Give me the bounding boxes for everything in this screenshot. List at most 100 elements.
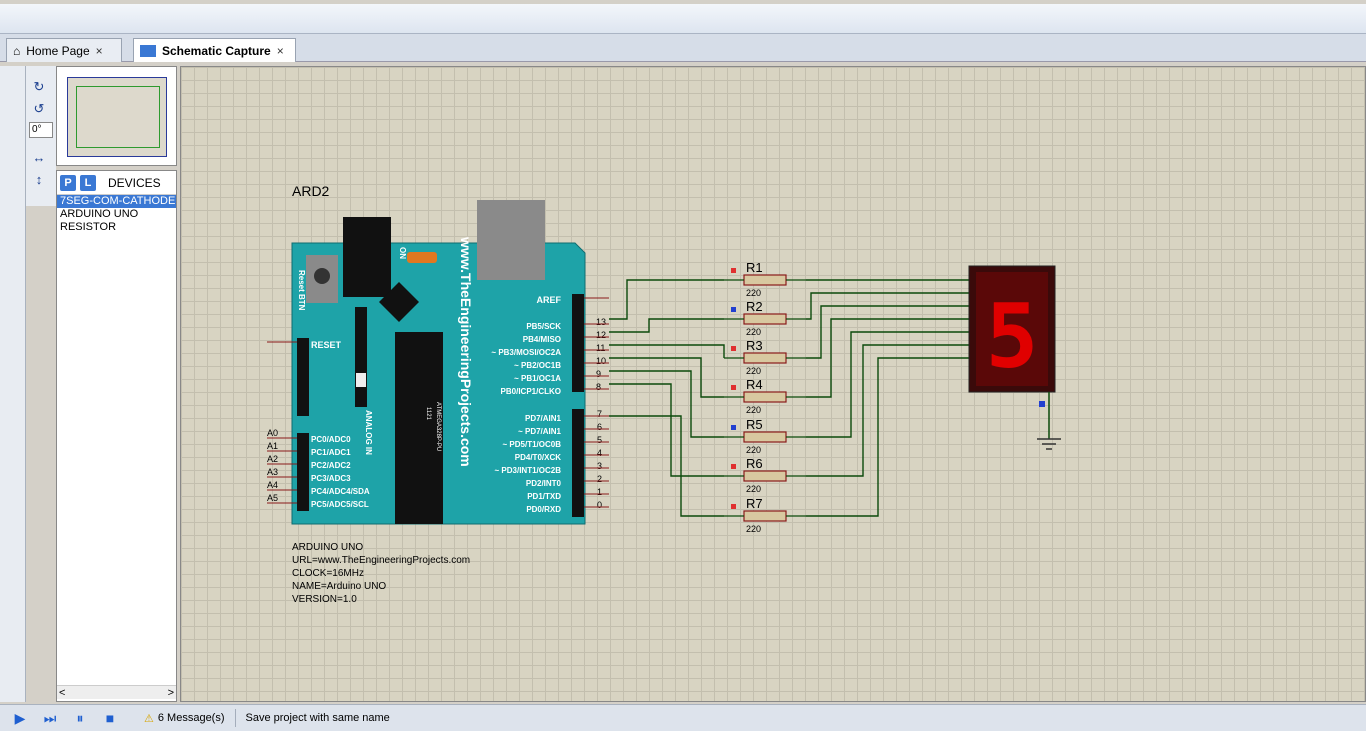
device-item-resistor[interactable]: RESISTOR (60, 221, 117, 233)
pd-pin-label: ~ PD7/AIN1 (518, 427, 561, 436)
mirror-vertical-icon[interactable]: ↕ (35, 171, 43, 187)
play-icon[interactable]: ▶ (14, 709, 26, 726)
warning-icon: ⚠ (144, 712, 154, 725)
seven-segment-display[interactable]: 5 (968, 265, 1056, 393)
pd-pin-label: ~ PD3/INT1/OC2B (495, 466, 562, 475)
library-button[interactable]: L (80, 174, 96, 191)
pd-pin-number: 0 (597, 500, 602, 510)
property-line: ARDUINO UNO (292, 542, 363, 553)
resistor-value: 220 (746, 524, 761, 534)
scroll-left-icon[interactable]: < (59, 686, 66, 699)
rotate-ccw-icon[interactable]: ↺ (33, 101, 45, 116)
stop-icon[interactable]: ■ (105, 710, 115, 726)
tab-home-label: Home Page (26, 43, 90, 58)
property-line: VERSION=1.0 (292, 594, 357, 605)
pd-pin-label: PD1/TXD (527, 492, 561, 501)
resistor-body[interactable] (743, 510, 787, 522)
device-item-arduino[interactable]: ARDUINO UNO (60, 208, 139, 220)
pd-pin-number: 1 (597, 487, 602, 497)
on-label: ON (398, 247, 407, 259)
close-icon[interactable]: × (95, 43, 103, 58)
board-url-text: www.TheEngineeringProjects.com (458, 236, 474, 467)
rotate-cw-icon[interactable]: ↻ (33, 79, 45, 94)
main-toolbar (0, 4, 1366, 34)
reset-pin-label: RESET (311, 340, 342, 350)
pause-icon[interactable]: ⏸ (76, 709, 84, 726)
resistor-value: 220 (746, 484, 761, 494)
resistor-pin-marker (731, 268, 736, 273)
digital-pin-label: PB4/MISO (523, 335, 561, 344)
pick-devices-button[interactable]: P (60, 174, 76, 191)
rotation-input[interactable]: 0° (29, 122, 53, 138)
scroll-right-icon[interactable]: > (167, 686, 174, 699)
analog-pin-labels: PC0/ADC0A0PC1/ADC1A1PC2/ADC2A2PC3/ADC3A3… (267, 341, 370, 509)
device-item-7seg[interactable]: 7SEG-COM-CATHODE (57, 195, 176, 208)
resistor-body[interactable] (743, 274, 787, 286)
mode-toolbar (0, 66, 26, 702)
digital-pin-number: 11 (596, 343, 605, 353)
analog-pin-label: PC4/ADC4/SDA (311, 487, 370, 496)
reset-btn-label: Reset BTN (297, 270, 306, 311)
aref-label: AREF (537, 295, 562, 305)
close-icon[interactable]: × (276, 43, 284, 58)
on-led (407, 252, 437, 263)
resistor-value: 220 (746, 327, 761, 337)
resistor-name: R1 (746, 260, 763, 275)
mirror-horizontal-icon[interactable]: ↔ (32, 149, 46, 165)
resistor-body[interactable] (743, 313, 787, 325)
resistor-body[interactable] (743, 391, 787, 403)
analog-pin-label: PC1/ADC1 (311, 448, 351, 457)
tab-home-page[interactable]: ⌂ Home Page × (6, 38, 122, 62)
status-text: Save project with same name (245, 712, 390, 724)
pd-pin-number: 3 (597, 461, 602, 471)
property-line: URL=www.TheEngineeringProjects.com (292, 555, 470, 566)
digital-pin-number: 13 (596, 317, 606, 327)
display-pin-marker (1039, 401, 1045, 407)
overview-window[interactable] (56, 66, 177, 166)
devices-panel: P L DEVICES 7SEG-COM-CATHODE ARDUINO UNO… (56, 170, 177, 702)
resistor-body[interactable] (743, 470, 787, 482)
chip-label: ATMEGA328P-PU (435, 402, 441, 451)
resistor-body[interactable] (743, 352, 787, 364)
tab-schematic-capture[interactable]: Schematic Capture × (133, 38, 296, 62)
pd-pin-label: ~ PD5/T1/OC0B (503, 440, 562, 449)
messages-indicator[interactable]: ⚠ 6 Message(s) (144, 712, 225, 725)
pd-pin-label: PD7/AIN1 (525, 414, 562, 423)
resistor-name: R2 (746, 299, 763, 314)
overview-viewport[interactable] (76, 86, 160, 148)
property-line: CLOCK=16MHz (292, 568, 364, 579)
wires (609, 279, 969, 517)
component-ref: ARD2 (292, 183, 330, 199)
resistor-name: R3 (746, 338, 763, 353)
ground-symbol (1037, 392, 1061, 450)
resistor-body[interactable] (743, 431, 787, 443)
pd-pin-number: 6 (597, 422, 602, 432)
resistor-pin-marker (731, 307, 736, 312)
digital-pin-number: 8 (596, 382, 601, 392)
status-bar: ▶ ⏭ ⏸ ■ ⚠ 6 Message(s) Save project with… (0, 704, 1366, 731)
atmega-chip (395, 332, 443, 524)
digital-pin-label: ~ PB1/OC1A (514, 374, 561, 383)
digital-pin-label: PB5/SCK (526, 322, 561, 331)
rotate-toolbar: ↻ ↺ 0° ↔ ↕ (26, 66, 56, 206)
step-icon[interactable]: ⏭ (43, 709, 57, 726)
schematic-drawing: ARD2 www.TheEngineeringProjects.com Rese… (267, 183, 1061, 605)
analog-pin-name: A0 (267, 428, 278, 438)
overview-sheet (67, 77, 167, 157)
resistor-name: R4 (746, 377, 763, 392)
resistor-pin-marker (731, 425, 736, 430)
arduino-board[interactable] (291, 200, 670, 525)
pd-pin-number: 7 (597, 409, 602, 419)
digital-pin-number: 10 (596, 356, 606, 366)
resistor-pin-marker (731, 385, 736, 390)
schematic-canvas[interactable]: ARD2 www.TheEngineeringProjects.com Rese… (180, 66, 1366, 702)
digital-pin-label: ~ PB2/OC1B (514, 361, 561, 370)
messages-count: 6 Message(s) (157, 712, 225, 724)
analog-pin-name: A2 (267, 454, 278, 464)
analog-pin-label: PC5/ADC5/SCL (311, 500, 369, 509)
property-line: NAME=Arduino UNO (292, 581, 386, 592)
devices-scrollbar[interactable]: < > (57, 685, 176, 699)
